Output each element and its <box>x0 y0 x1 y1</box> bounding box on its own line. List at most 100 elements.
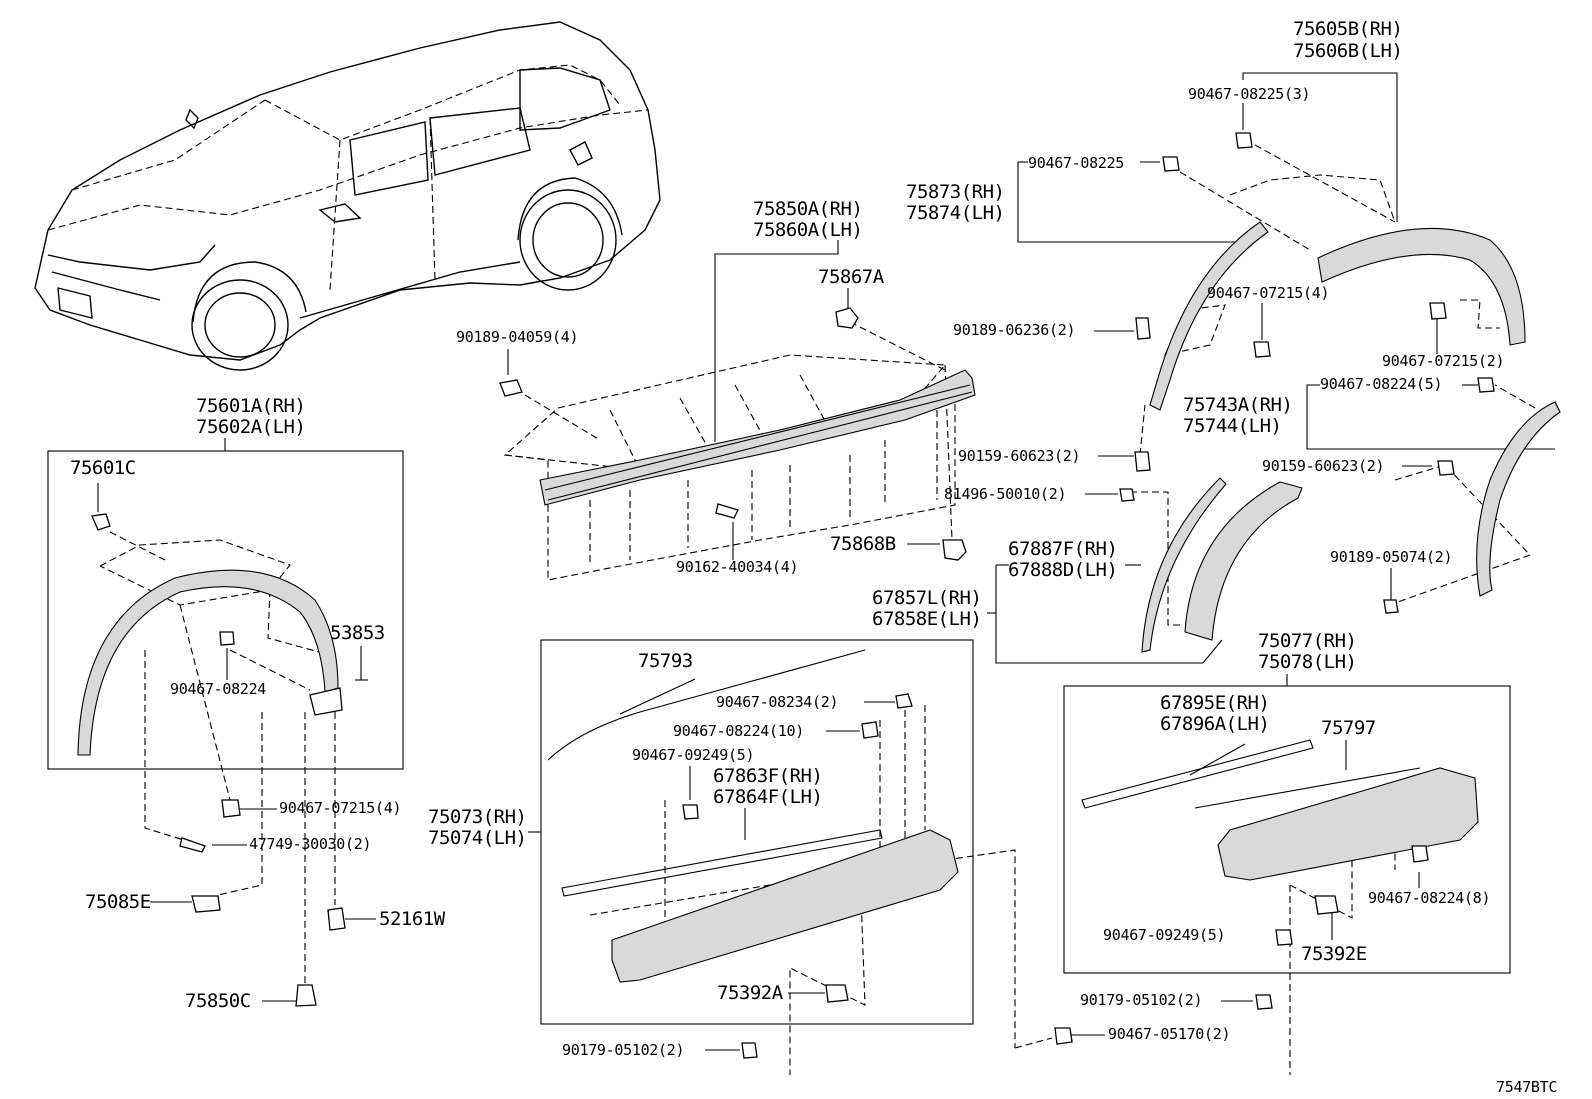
label-75078: 75078(LH) <box>1258 651 1357 673</box>
label-90467-08224-5: 90467-08224(5) <box>1320 375 1443 393</box>
label-75085E: 75085E <box>85 891 151 913</box>
label-90189-05074: 90189-05074(2) <box>1330 548 1453 566</box>
label-75602A: 75602A(LH) <box>196 416 306 438</box>
clip-75392E <box>1314 895 1339 915</box>
label-75392E: 75392E <box>1301 943 1367 965</box>
label-75074: 75074(LH) <box>428 827 527 849</box>
label-75077: 75077(RH) <box>1258 630 1357 652</box>
label-90467-08224-10: 90467-08224(10) <box>673 722 804 740</box>
clip-90467-09249-b <box>1275 929 1293 946</box>
label-67863F: 67863F(RH) <box>713 765 823 787</box>
label-67857L: 67857L(RH) <box>872 587 982 609</box>
label-90467-07215-4-front: 90467-07215(4) <box>279 799 402 817</box>
label-67888D: 67888D(LH) <box>1008 559 1118 581</box>
screw-90162 <box>715 503 739 519</box>
fender-liner-67857L <box>1184 481 1303 641</box>
label-67896A: 67896A(LH) <box>1160 713 1270 735</box>
label-90179-05102-b: 90179-05102(2) <box>562 1041 685 1059</box>
label-90159-60623-b: 90159-60623(2) <box>1262 457 1385 475</box>
nut-90179-05102-a <box>741 1042 758 1059</box>
nut-90467-08224-front <box>219 631 235 646</box>
clip-90159-60623-a <box>1134 451 1151 472</box>
label-75744: 75744(LH) <box>1183 415 1282 437</box>
nut-90467-07215-2 <box>1429 302 1447 320</box>
label-90467-05170: 90467-05170(2) <box>1108 1025 1231 1043</box>
label-75601A: 75601A(RH) <box>196 395 306 417</box>
label-90467-08224-8: 90467-08224(8) <box>1368 889 1491 907</box>
rocker-panel <box>611 829 959 983</box>
nut-90467-07215-4-rear <box>1253 341 1271 358</box>
nut-90467-08234 <box>895 693 913 709</box>
nut-90467-05170 <box>1054 1027 1073 1045</box>
diagram-code: 7547BTC <box>1496 1078 1558 1096</box>
vehicle-outline <box>34 21 661 371</box>
clip-81496-50010 <box>1119 488 1135 502</box>
clip-90159-60623-b <box>1437 460 1455 476</box>
clip-90189-05074 <box>1383 599 1399 614</box>
clip-75392A <box>825 984 849 1003</box>
retainer-53853 <box>309 687 343 716</box>
label-67887F: 67887F(RH) <box>1008 538 1118 560</box>
label-90467-07215-4-rear: 90467-07215(4) <box>1207 284 1330 302</box>
label-90467-07215-2: 90467-07215(2) <box>1382 352 1505 370</box>
clip-90189-04059 <box>499 379 523 397</box>
label-75605B: 75605B(RH) <box>1293 18 1403 40</box>
label-75868B: 75868B <box>830 533 896 555</box>
fender-liner-67887F <box>1141 477 1227 653</box>
label-75392A: 75392A <box>717 982 783 1004</box>
label-81496-50010: 81496-50010(2) <box>944 485 1067 503</box>
rear-rocker-extension <box>1217 767 1479 881</box>
clip-90189-06236 <box>1135 317 1151 340</box>
parts <box>77 132 1561 1059</box>
label-75850A: 75850A(RH) <box>753 198 863 220</box>
clip-90467-09249-a <box>682 804 699 820</box>
label-67858E: 67858E(LH) <box>872 608 982 630</box>
label-75601C: 75601C <box>70 457 136 479</box>
label-75743A: 75743A(RH) <box>1183 394 1293 416</box>
rear-arch-molding <box>1317 227 1526 346</box>
trim-strip-67863F <box>561 829 883 897</box>
nut-90467-08225 <box>1162 156 1180 172</box>
label-53853: 53853 <box>330 622 385 644</box>
label-90467-09249-b: 90467-09249(5) <box>1103 926 1226 944</box>
label-90467-08234: 90467-08234(2) <box>716 693 839 711</box>
label-75850C: 75850C <box>185 990 251 1012</box>
label-75873: 75873(RH) <box>906 181 1005 203</box>
label-52161W: 52161W <box>379 908 445 930</box>
label-75073: 75073(RH) <box>428 806 527 828</box>
nut-90467-07215-front <box>221 799 241 818</box>
label-90467-08225: 90467-08225 <box>1028 154 1125 172</box>
clip-75850C <box>295 984 317 1007</box>
label-75793: 75793 <box>638 650 693 672</box>
nut-90467-08224-5 <box>1477 377 1495 393</box>
label-90189-06236: 90189-06236(2) <box>953 321 1076 339</box>
label-47749-30030: 47749-30030(2) <box>249 835 372 853</box>
bolt-75085E <box>191 895 221 913</box>
front-arch-molding <box>77 569 339 756</box>
label-75860A: 75860A(LH) <box>753 219 863 241</box>
clip-75601C <box>91 513 111 531</box>
label-67895E: 67895E(RH) <box>1160 692 1270 714</box>
moulding-75793 <box>547 649 866 761</box>
label-90162-40034: 90162-40034(4) <box>676 558 799 576</box>
rear-arch-liner <box>1149 221 1269 411</box>
label-90467-08225-3: 90467-08225(3) <box>1188 85 1311 103</box>
label-75797: 75797 <box>1321 717 1376 739</box>
screw-47749 <box>179 837 206 853</box>
label-75874: 75874(LH) <box>906 202 1005 224</box>
label-75606B: 75606B(LH) <box>1293 40 1403 62</box>
rear-fender-piece <box>1476 401 1561 597</box>
nut-90467-08225-3 <box>1235 132 1253 149</box>
clip-75867A <box>835 307 859 329</box>
clip-75868B <box>942 539 967 561</box>
nut-90467-08224-8 <box>1411 845 1429 863</box>
trim-strip-67895E <box>1081 739 1314 809</box>
label-90467-09249-a: 90467-09249(5) <box>632 746 755 764</box>
box-fender-front-assembly <box>47 450 404 770</box>
clip-52161W <box>327 907 346 931</box>
label-90189-04059: 90189-04059(4) <box>456 328 579 346</box>
label-67864F: 67864F(LH) <box>713 786 823 808</box>
label-75867A: 75867A <box>818 266 884 288</box>
label-90467-08224-front: 90467-08224 <box>170 680 267 698</box>
nut-90467-08224-10 <box>861 721 879 739</box>
